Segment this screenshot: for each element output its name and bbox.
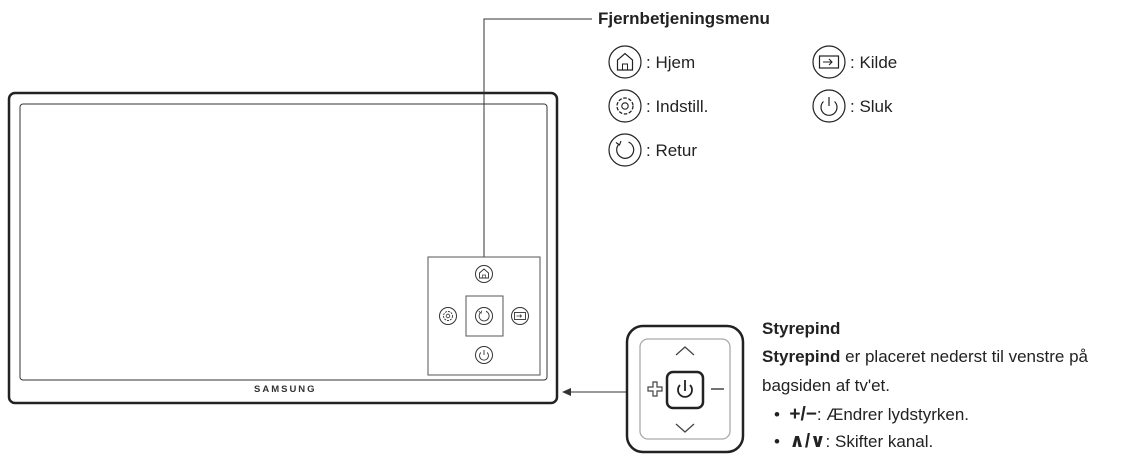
tv-outer-frame [7,91,559,405]
bullet-dot: • [774,432,790,451]
panel-home-icon [475,265,493,283]
legend-home-icon [608,45,642,79]
menu-item-source-label: : Kilde [850,53,898,72]
menu-item-home-label: : Hjem [646,53,696,72]
panel-source-icon [511,307,529,325]
joystick-description-bold: Styrepind [762,347,841,366]
joystick-up-chevron [675,346,695,356]
callout-line-menu [483,18,592,257]
remote-menu-title: Fjernbetjeningsmenu [598,9,770,28]
panel-power-icon [475,346,493,364]
joystick-description-line2: bagsiden af tv'et. [762,376,890,395]
legend-return-icon [608,133,642,167]
joystick-down-chevron [675,423,695,433]
menu-item-settings-label: : Indstill. [646,97,709,116]
volume-symbols: +/− [789,404,817,425]
legend-source-icon [812,45,846,79]
joystick-description-rest: er placeret nederst til venstre på [840,347,1088,366]
legend-power-icon [812,89,846,123]
joystick-description-line1: Styrepind er placeret nederst til venstr… [762,348,1088,365]
menu-item-power-label: : Sluk [850,97,893,116]
channel-symbols: ∧/∨ [789,431,826,452]
volume-text: : Ændrer lydstyrken. [816,405,969,424]
legend-settings-icon [608,89,642,123]
tv-brand-label: SAMSUNG [254,384,317,395]
bullet-dot: • [774,405,790,424]
menu-item-return-label: : Retur [646,141,698,160]
control-panel-center-box [465,295,504,337]
tv-screen [19,103,548,381]
joystick-pointer-arrowhead [562,388,571,396]
joystick-power-icon [677,380,693,398]
joystick-plus-icon [647,381,663,397]
joystick-title: Styrepind [762,319,841,338]
bullet-volume: • +/−: Ændrer lydstyrken. [774,405,969,424]
panel-settings-icon [439,307,457,325]
channel-text: : Skifter kanal. [825,432,934,451]
bullet-channel: • ∧/∨: Skifter kanal. [774,432,933,451]
panel-return-icon [475,307,493,325]
